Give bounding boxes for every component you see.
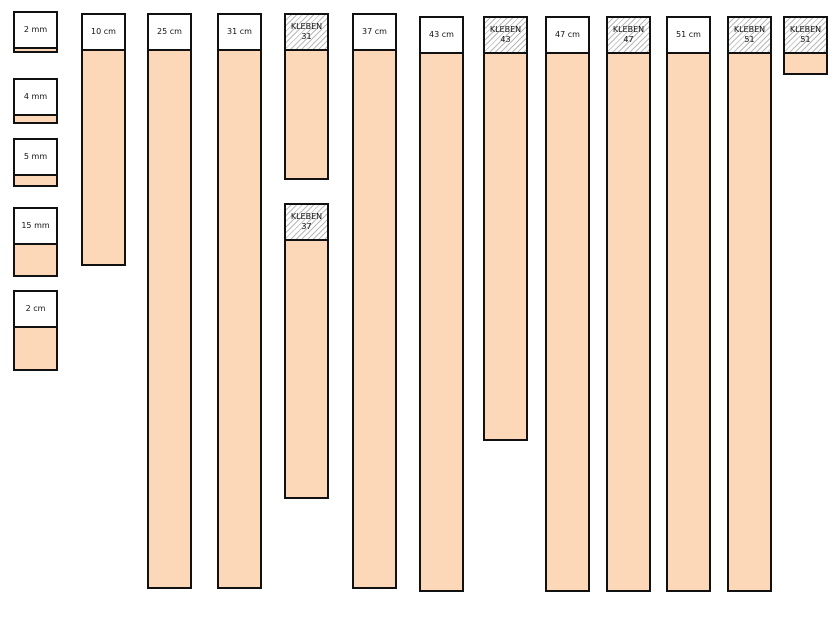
length-strip: 31 cm <box>217 13 262 589</box>
length-strip: 25 cm <box>147 13 192 589</box>
glue-label: KLEBEN 37 <box>286 205 327 241</box>
glue-strip: KLEBEN 31 <box>284 13 329 180</box>
length-strip: 15 mm <box>13 207 58 277</box>
length-strip: 5 mm <box>13 138 58 187</box>
length-strip: 43 cm <box>419 16 464 592</box>
glue-strip: KLEBEN 51 <box>727 16 772 592</box>
length-strip: 47 cm <box>545 16 590 592</box>
length-strip: 51 cm <box>666 16 711 592</box>
glue-strip: KLEBEN 51 <box>783 16 828 75</box>
strip-label: 37 cm <box>354 15 395 51</box>
strip-label: 51 cm <box>668 18 709 54</box>
length-strip: 4 mm <box>13 78 58 124</box>
length-strip: 10 cm <box>81 13 126 266</box>
length-strip: 37 cm <box>352 13 397 589</box>
length-strip: 2 mm <box>13 11 58 53</box>
glue-strip: KLEBEN 47 <box>606 16 651 592</box>
strip-label: 4 mm <box>15 80 56 116</box>
glue-label: KLEBEN 47 <box>608 18 649 54</box>
glue-label: KLEBEN 51 <box>729 18 770 54</box>
length-strip: 2 cm <box>13 290 58 371</box>
strip-label: 2 mm <box>15 13 56 49</box>
glue-label: KLEBEN 31 <box>286 15 327 51</box>
glue-strip: KLEBEN 43 <box>483 16 528 441</box>
strip-label: 31 cm <box>219 15 260 51</box>
glue-label: KLEBEN 43 <box>485 18 526 54</box>
strip-label: 25 cm <box>149 15 190 51</box>
strip-label: 5 mm <box>15 140 56 176</box>
strip-label: 10 cm <box>83 15 124 51</box>
glue-label: KLEBEN 51 <box>785 18 826 54</box>
strip-label: 43 cm <box>421 18 462 54</box>
glue-strip: KLEBEN 37 <box>284 203 329 499</box>
strip-label: 15 mm <box>15 209 56 245</box>
strip-label: 2 cm <box>15 292 56 328</box>
strip-label: 47 cm <box>547 18 588 54</box>
